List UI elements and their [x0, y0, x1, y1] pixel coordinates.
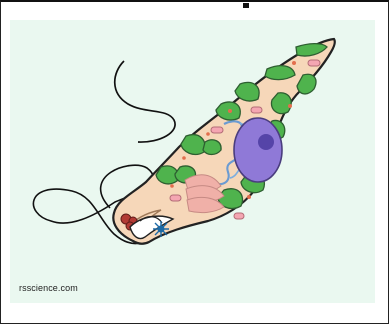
- top-cropped-mark: [243, 3, 249, 8]
- mitochondrion: [211, 127, 223, 133]
- source-label: rsscience.com: [19, 283, 78, 293]
- flagellum-upper: [115, 61, 175, 142]
- contractile-vacuole: [153, 221, 169, 237]
- illustration-panel: rsscience.com: [10, 20, 375, 303]
- euglena-illustration: [10, 20, 375, 303]
- mitochondrion: [308, 60, 320, 66]
- chloroplast: [203, 140, 221, 155]
- chloroplast: [265, 66, 295, 80]
- mitochondrion: [170, 195, 181, 201]
- nucleolus: [258, 134, 274, 150]
- mitochondrion: [234, 213, 244, 219]
- nucleus: [234, 118, 282, 182]
- mitochondrion: [251, 107, 262, 113]
